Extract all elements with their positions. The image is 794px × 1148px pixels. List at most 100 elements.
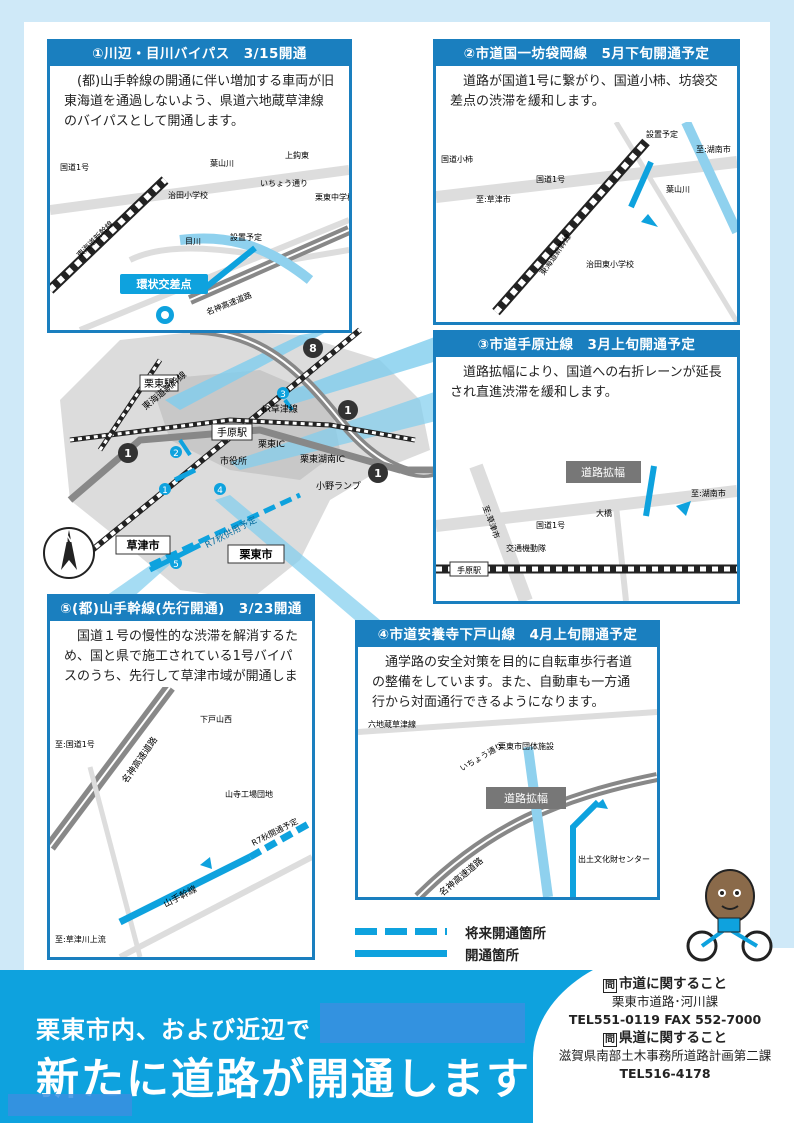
pref-contact-dept: 滋賀県南部土木事務所道路計画第二課 bbox=[558, 1048, 772, 1063]
redaction-box bbox=[320, 1003, 525, 1043]
panel-title: ②市道国一坊袋岡線 5月下旬開通予定 bbox=[436, 42, 737, 66]
panel-anyoji-shimotoyama-line: ④市道安養寺下戸山線 4月上旬開通予定 通学路の安全対策を目的に自転車歩行者道の… bbox=[355, 620, 660, 900]
map-label: 大橋 bbox=[596, 508, 612, 518]
page-frame-top bbox=[0, 0, 794, 22]
map-label: 至:草津市 bbox=[476, 194, 511, 204]
widening-callout: 道路拡幅 bbox=[581, 465, 625, 479]
marker-5: 5 bbox=[170, 557, 182, 570]
map-label: 出土文化財センター bbox=[578, 854, 650, 864]
svg-text:1: 1 bbox=[344, 404, 352, 417]
contact-info: 問市道に関すること 栗東市道路･河川課 TEL551-0119 FAX 552-… bbox=[545, 975, 785, 1083]
map-label: 至:草津川上流 bbox=[55, 934, 106, 944]
route1-shield-b: 1 bbox=[338, 400, 358, 420]
headline-sub: 栗東市内、および近辺で bbox=[36, 1016, 311, 1044]
svg-text:2: 2 bbox=[173, 449, 179, 459]
panel-map: 国道1号 東海道新幹線 葉山川 設置予定 国道小柿 至:草津市 至:湖南市 治田… bbox=[436, 122, 737, 322]
legend-dashed-swatch bbox=[355, 928, 447, 935]
marker-3: 3 bbox=[277, 387, 289, 400]
panel-map: 道路拡幅 名神高速道路 六地蔵草津線 いちょう通り 栗東市団体施設 出土文化財セ… bbox=[358, 707, 657, 897]
panel-description: 道路が国道1号に繋がり、国道小柿、坊袋交差点の渋滞を緩和します。 bbox=[450, 74, 718, 109]
panel-description: 通学路の安全対策を目的に自転車歩行者道の整備をしています。また、自動車も一方通行… bbox=[372, 655, 633, 710]
map-label: 六地蔵草津線 bbox=[368, 719, 416, 729]
legend-open: 開通箇所 bbox=[355, 942, 555, 964]
mascot-cyclist-icon bbox=[686, 869, 773, 962]
legend-solid-swatch bbox=[355, 950, 447, 957]
map-label: 手原駅 bbox=[457, 565, 481, 575]
north-arrow-icon: N bbox=[43, 527, 95, 579]
panel-title: ⑤(都)山手幹線(先行開通) 3/23開通 bbox=[50, 597, 312, 621]
map-label: 葉山川 bbox=[666, 184, 690, 194]
map-label: 治田小学校 bbox=[168, 190, 208, 200]
svg-text:1: 1 bbox=[162, 486, 168, 496]
panel-map: 道路拡幅 手原駅 国道1号 至:湖南市 至:草津市 大橋 交通機動隊 bbox=[436, 406, 737, 601]
city-hall-label: 市役所 bbox=[220, 455, 247, 467]
pref-contact-heading: 問県道に関すること bbox=[603, 1030, 727, 1047]
marker-2: 2 bbox=[170, 446, 182, 459]
svg-text:1: 1 bbox=[124, 447, 132, 460]
page-frame-left bbox=[0, 0, 24, 1123]
redaction-box bbox=[8, 1094, 132, 1116]
map-label: 至:湖南市 bbox=[691, 488, 726, 498]
map-label: 栗東市団体施設 bbox=[498, 741, 554, 751]
svg-text:5: 5 bbox=[173, 560, 179, 570]
map-label: 設置予定 bbox=[646, 129, 678, 139]
pref-contact-tel: TEL516-4178 bbox=[619, 1066, 711, 1081]
ono-ramp-label: 小野ランプ bbox=[316, 481, 361, 492]
panel-description: (都)山手幹線の開通に伴い増加する車両が旧東海道を通過しないよう、県道六地蔵草津… bbox=[64, 74, 335, 129]
panel-map: 名神高速道路 山手幹線 下戸山西 至:国道1号 山寺工場団地 R7秋開通予定 至… bbox=[50, 687, 312, 957]
svg-text:4: 4 bbox=[217, 486, 223, 496]
overview-map: 1 1 1 8 1 2 3 4 5 栗東駅 手原駅 JR草津線 東海道新幹線 栗… bbox=[43, 325, 443, 620]
map-label: 下戸山西 bbox=[200, 714, 232, 724]
panel-title: ④市道安養寺下戸山線 4月上旬開通予定 bbox=[358, 623, 657, 647]
ritto-konan-ic-label: 栗東湖南IC bbox=[300, 453, 345, 465]
legend-future: 将来開通箇所 bbox=[355, 920, 555, 942]
map-label: 治田東小学校 bbox=[586, 259, 634, 269]
ritto-ic-label: 栗東IC bbox=[258, 438, 285, 450]
map-label: 国道1号 bbox=[60, 162, 89, 172]
svg-text:1: 1 bbox=[374, 467, 382, 480]
legend-future-label: 将来開通箇所 bbox=[465, 926, 546, 942]
map-label: 葉山川 bbox=[210, 158, 234, 168]
svg-text:8: 8 bbox=[309, 342, 317, 355]
panel-kokuichi-bofukuro-line: ②市道国一坊袋岡線 5月下旬開通予定 道路が国道1号に繋がり、国道小柿、坊袋交差… bbox=[433, 39, 740, 325]
map-label: 設置予定 bbox=[230, 232, 262, 242]
route1-shield-c: 1 bbox=[368, 463, 388, 483]
contact-background bbox=[533, 948, 794, 1148]
panel-map: 環状交差点 国道1号 東海道新幹線 名神高速道路 目川 葉山川 上鈎東 治田小学… bbox=[50, 140, 349, 330]
map-label: いちょう通り bbox=[260, 178, 308, 188]
map-label: 山寺工場団地 bbox=[225, 789, 273, 799]
map-label: 至:湖南市 bbox=[696, 144, 731, 154]
legend-open-label: 開通箇所 bbox=[465, 948, 519, 964]
city-contact-dept: 栗東市道路･河川課 bbox=[611, 994, 719, 1009]
route8-shield: 8 bbox=[303, 338, 323, 358]
svg-text:3: 3 bbox=[280, 390, 286, 400]
kusatsu-city-label: 草津市 bbox=[127, 538, 160, 552]
map-label: 国道小柿 bbox=[441, 154, 473, 164]
tehara-station-label: 手原駅 bbox=[217, 426, 247, 439]
route1-shield-a: 1 bbox=[118, 443, 138, 463]
panel-description: 国道１号の慢性的な渋滞を解消するため、国と県で施工されている1号バイパスのうち、… bbox=[64, 629, 299, 704]
city-contact-tel: TEL551-0119 FAX 552-7000 bbox=[568, 1012, 762, 1027]
map-label: 至:国道1号 bbox=[55, 739, 95, 749]
city-contact-heading: 問市道に関すること bbox=[603, 976, 727, 993]
map-label: 栗東中学校 bbox=[315, 192, 349, 202]
marker-4: 4 bbox=[214, 483, 226, 496]
map-legend: 将来開通箇所 開通箇所 bbox=[355, 920, 555, 964]
map-label: 上鈎東 bbox=[285, 150, 309, 160]
map-label: 目川 bbox=[185, 237, 201, 246]
jr-line-label: JR草津線 bbox=[261, 403, 298, 415]
panel-tehara-tsuji-line: ③市道手原辻線 3月上旬開通予定 道路拡幅により、国道への右折レーンが延長され直… bbox=[433, 330, 740, 604]
roundabout-callout: 環状交差点 bbox=[137, 277, 192, 291]
panel-kawabe-megawa-bypass: ①川辺・目川バイパス 3/15開通 (都)山手幹線の開通に伴い増加する車両が旧東… bbox=[47, 39, 352, 333]
widening-callout: 道路拡幅 bbox=[504, 791, 548, 805]
panel-title: ①川辺・目川バイパス 3/15開通 bbox=[50, 42, 349, 66]
panel-title: ③市道手原辻線 3月上旬開通予定 bbox=[436, 333, 737, 357]
page-frame-right bbox=[770, 0, 794, 960]
panel-yamate-trunk-line: ⑤(都)山手幹線(先行開通) 3/23開通 国道１号の慢性的な渋滞を解消するため… bbox=[47, 594, 315, 960]
panel-description: 道路拡幅により、国道への右折レーンが延長され直進渋滞を緩和します。 bbox=[450, 365, 722, 400]
ritto-city-label: 栗東市 bbox=[240, 547, 273, 561]
map-label: 国道1号 bbox=[536, 174, 565, 184]
marker-1: 1 bbox=[159, 483, 171, 496]
map-label: 交通機動隊 bbox=[506, 543, 546, 553]
kurihigashi-station-label: 栗東駅 bbox=[144, 377, 174, 390]
